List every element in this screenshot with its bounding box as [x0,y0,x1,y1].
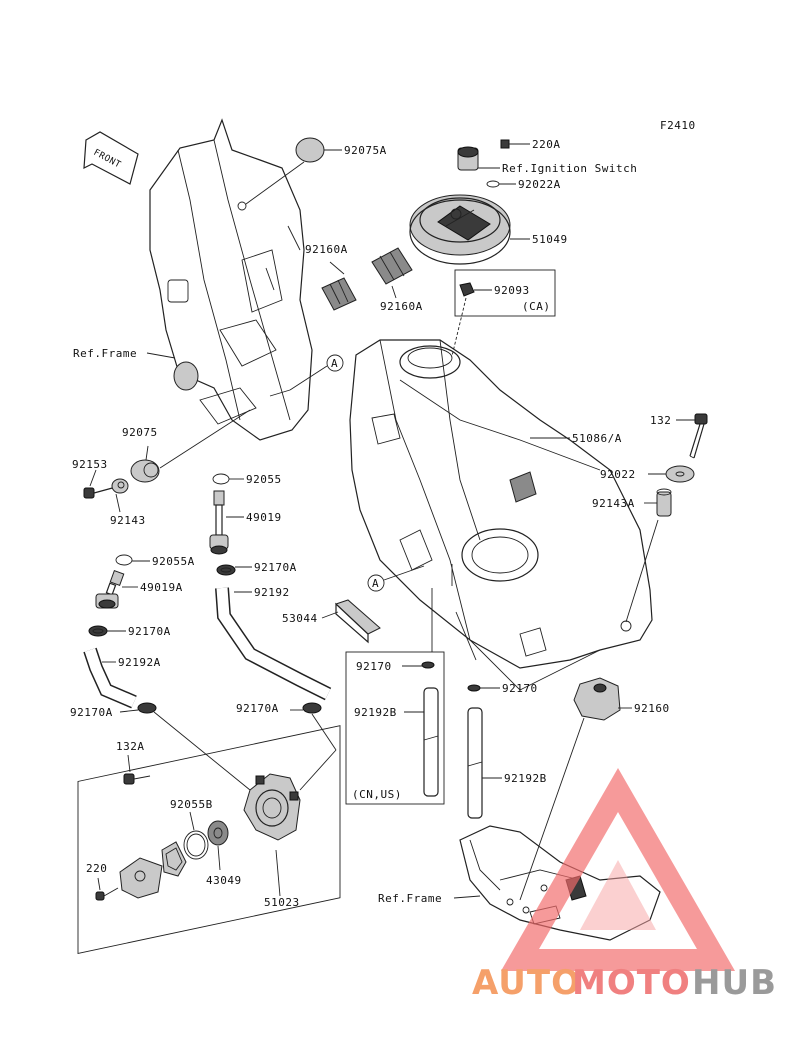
label-92160A-1: 92160A [305,243,348,256]
label-132A: 132A [116,740,145,753]
part-92153-bolt [83,469,117,499]
part-51086-fuel-tank [349,339,653,691]
label-43049: 43049 [206,874,242,887]
part-92143A-collar [625,488,672,623]
label-53044: 53044 [282,612,318,625]
label-92143: 92143 [110,514,146,527]
part-gasket [161,841,187,877]
part-92075A [237,137,342,211]
part-fuel-cock-body [243,773,301,841]
label-92160A-2: 92160A [380,300,423,313]
watermark-auto: AUTO [472,963,581,1003]
label-51049: 51049 [532,233,568,246]
label-92093: 92093 [494,284,530,297]
part-132A-bolt [123,754,151,785]
part-92170A-clamp-1 [216,564,252,576]
part-92055B-oring [183,811,209,860]
label-92170A-2: 92170A [128,625,171,638]
watermark-hub: HUB [692,963,777,1003]
part-92170A-clamp-4 [290,702,337,791]
box-51023 [77,725,341,954]
part-220A-screw [500,139,530,149]
part-92192A-hose [83,647,137,709]
label-92170A-4: 92170A [236,702,279,715]
callout-a-bottom [367,574,385,592]
watermark-text: AUTO MOTO HUB [472,963,777,1003]
label-220: 220 [86,862,107,875]
part-92075-damper [130,409,251,483]
label-92192A: 92192A [118,656,161,669]
label-ca: (CA) [522,300,551,313]
label-92170-box: 92170 [356,660,392,673]
label-92192B-right: 92192B [504,772,547,785]
label-ref-frame-top: Ref.Frame [73,347,137,360]
label-92022A: 92022A [518,178,561,191]
part-53044-pad [321,599,381,644]
callout-a-bottom-label: A [372,577,379,590]
callout-a-top [326,354,344,372]
part-92022A-washer [486,180,516,188]
part-92192B-hose-right [467,707,502,819]
part-ignition-cylinder [457,146,500,171]
part-cover-plate [119,857,163,899]
label-51086: 51086/A [572,432,622,445]
label-92143A: 92143A [592,497,635,510]
part-220-screw [95,877,119,901]
watermark-logo [500,767,736,971]
part-92160A-pad-right [371,247,413,285]
label-92055B: 92055B [170,798,213,811]
label-92160: 92160 [634,702,670,715]
part-92055-oring [212,473,244,485]
part-132-bolt [676,413,708,459]
callout-a-top-label: A [331,357,338,370]
label-51023: 51023 [264,896,300,909]
label-92170-right: 92170 [502,682,538,695]
frame-drawing [149,118,313,441]
part-49019-fuel-filter [209,490,244,555]
label-ref-frame-bottom: Ref.Frame [378,892,442,905]
front-arrow-icon: FRONT [83,131,139,185]
label-49019: 49019 [246,511,282,524]
figure-code: F2410 [660,119,696,132]
part-92022-washer [648,465,695,483]
part-92055A-oring [115,554,150,566]
box-cn-us [345,651,445,805]
part-92143-collar [111,478,129,513]
label-132: 132 [650,414,671,427]
part-92192-hose [215,587,332,701]
label-92170A-3: 92170A [70,706,113,719]
part-51049-fuel-cap [409,194,530,265]
part-92160A-pad-left [321,277,357,311]
part-43049-lever [207,820,229,871]
part-92160-rubber [519,677,632,901]
label-92075: 92075 [122,426,158,439]
part-92170-clamp-right [467,684,500,692]
part-49019A-fuel-filter [95,570,138,609]
part-92170A-clamp-2 [88,625,126,637]
label-49019A: 49019A [140,581,183,594]
part-92192B-hose-box [404,687,439,797]
label-92055: 92055 [246,473,282,486]
label-92055A: 92055A [152,555,195,568]
label-220A: 220A [532,138,561,151]
part-92170A-clamp-3 [119,702,251,791]
label-92192: 92192 [254,586,290,599]
label-92153: 92153 [72,458,108,471]
part-92170-clamp-box [402,661,435,669]
label-ref-ignition: Ref.Ignition Switch [502,162,637,175]
box-92093-ca [454,269,556,317]
part-92093 [451,282,492,357]
label-92022: 92022 [600,468,636,481]
label-92075A: 92075A [344,144,387,157]
label-cn-us: (CN,US) [352,788,402,801]
label-92170A-1: 92170A [254,561,297,574]
label-92192B-box: 92192B [354,706,397,719]
watermark-moto: MOTO [572,963,691,1003]
